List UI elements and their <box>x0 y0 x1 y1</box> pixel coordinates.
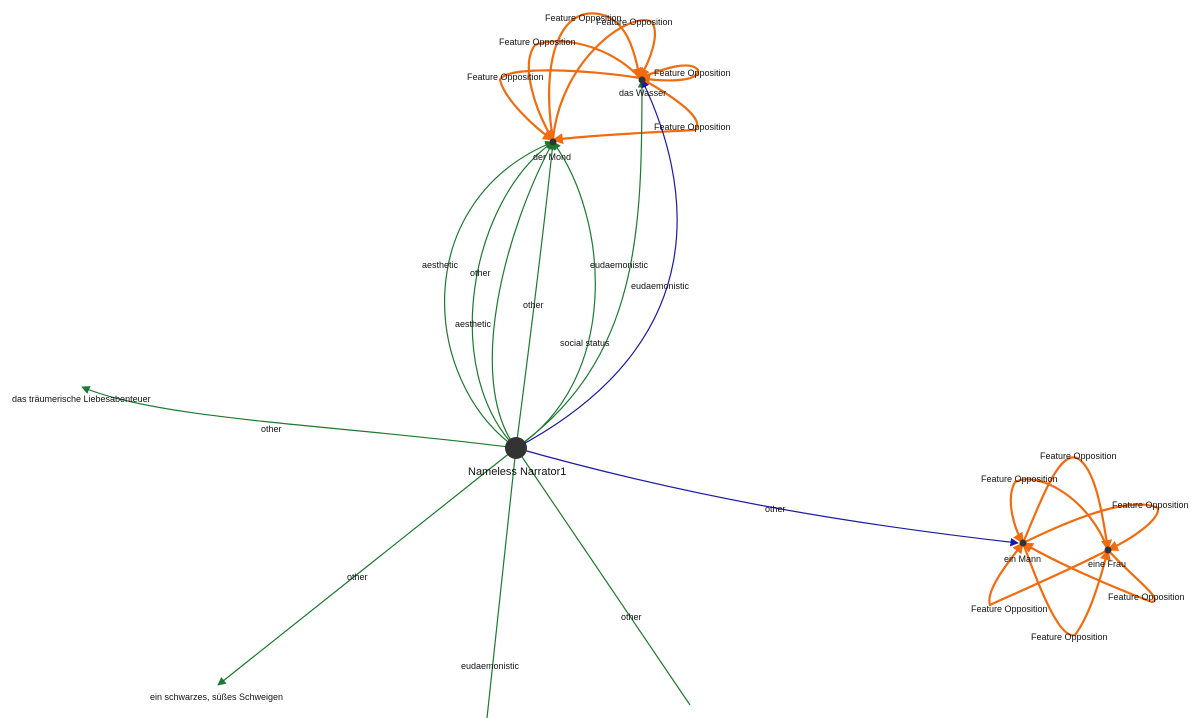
label-other-4: other <box>621 612 642 622</box>
edge-other-liebe[interactable] <box>81 386 517 449</box>
edge-aesthetic-1[interactable] <box>444 140 554 449</box>
label-social-status: social status <box>560 338 610 348</box>
edge-other-schweigen[interactable] <box>217 447 517 686</box>
label-node-schweigen: ein schwarzes, süßes Schweigen <box>150 692 283 702</box>
label-node-mond: der Mond <box>533 152 571 162</box>
node-narrator[interactable] <box>505 437 527 459</box>
edge-labels: aesthetic other aesthetic other social s… <box>261 13 1189 671</box>
label-eudaemonistic-2: eudaemonistic <box>631 281 690 291</box>
node-wasser[interactable] <box>638 76 646 84</box>
label-fo-5: Feature Opposition <box>654 68 731 78</box>
label-other-liebe: other <box>261 424 282 434</box>
label-fo-3: Feature Opposition <box>499 37 576 47</box>
label-node-narrator: Nameless Narrator1 <box>468 466 566 478</box>
label-fo-11: Feature Opposition <box>1108 592 1185 602</box>
label-node-frau: eine Frau <box>1088 559 1126 569</box>
label-node-wasser: das Wasser <box>619 88 666 98</box>
edge-fo-10[interactable] <box>988 542 1109 607</box>
edge-fo-2[interactable] <box>551 19 657 141</box>
edge-fo-6[interactable] <box>551 77 699 145</box>
edge-other-2[interactable] <box>515 141 557 449</box>
edge-fo-7[interactable] <box>1021 456 1112 552</box>
label-aesthetic-1: aesthetic <box>422 260 459 270</box>
label-other-schweigen: other <box>347 572 368 582</box>
edge-eudaemonistic-2[interactable] <box>515 79 678 449</box>
feature-opposition-edges-bottom <box>988 456 1160 637</box>
edge-fo-4[interactable] <box>498 69 641 141</box>
label-other-mann: other <box>765 504 786 514</box>
label-fo-9: Feature Opposition <box>1112 500 1189 510</box>
edge-fo-12[interactable] <box>1021 542 1111 637</box>
label-node-mann: ein Mann <box>1004 554 1041 564</box>
edge-fo-5[interactable] <box>638 64 700 85</box>
edge-eudaemonistic-1[interactable] <box>515 141 596 449</box>
label-fo-10: Feature Opposition <box>971 604 1048 614</box>
label-other-1: other <box>470 268 491 278</box>
label-other-2: other <box>523 300 544 310</box>
label-eudaemonistic-3: eudaemonistic <box>461 661 520 671</box>
label-fo-7: Feature Opposition <box>1040 451 1117 461</box>
edge-aesthetic-2[interactable] <box>491 141 554 449</box>
edge-fo-3[interactable] <box>527 40 641 141</box>
edge-other-mann[interactable] <box>515 447 1019 547</box>
edge-fo-11[interactable] <box>1022 542 1156 604</box>
edge-social-status[interactable] <box>515 79 647 449</box>
narrator-edges <box>81 79 1019 718</box>
label-aesthetic-2: aesthetic <box>455 319 492 329</box>
node-mond[interactable] <box>549 138 557 146</box>
node-mann[interactable] <box>1019 539 1027 547</box>
label-node-liebe: das träumerische Liebesabenteuer <box>12 394 151 404</box>
edge-fo-1[interactable] <box>548 12 644 141</box>
label-fo-8: Feature Opposition <box>981 474 1058 484</box>
edge-other-4[interactable] <box>515 447 691 706</box>
edge-eudaemonistic-3[interactable] <box>486 447 517 718</box>
node-frau[interactable] <box>1104 546 1112 554</box>
label-fo-4: Feature Opposition <box>467 72 544 82</box>
node-labels: Nameless Narrator1 der Mond das Wasser d… <box>12 88 1126 702</box>
label-fo-1: Feature Opposition <box>545 13 622 23</box>
label-fo-2: Feature Opposition <box>596 17 673 27</box>
nodes <box>505 76 1112 554</box>
label-eudaemonistic-1: eudaemonistic <box>590 260 649 270</box>
label-fo-6: Feature Opposition <box>654 122 731 132</box>
edge-fo-9[interactable] <box>1022 503 1160 552</box>
edge-other-1[interactable] <box>471 141 554 449</box>
feature-opposition-edges-top <box>498 12 700 145</box>
label-fo-12: Feature Opposition <box>1031 632 1108 642</box>
